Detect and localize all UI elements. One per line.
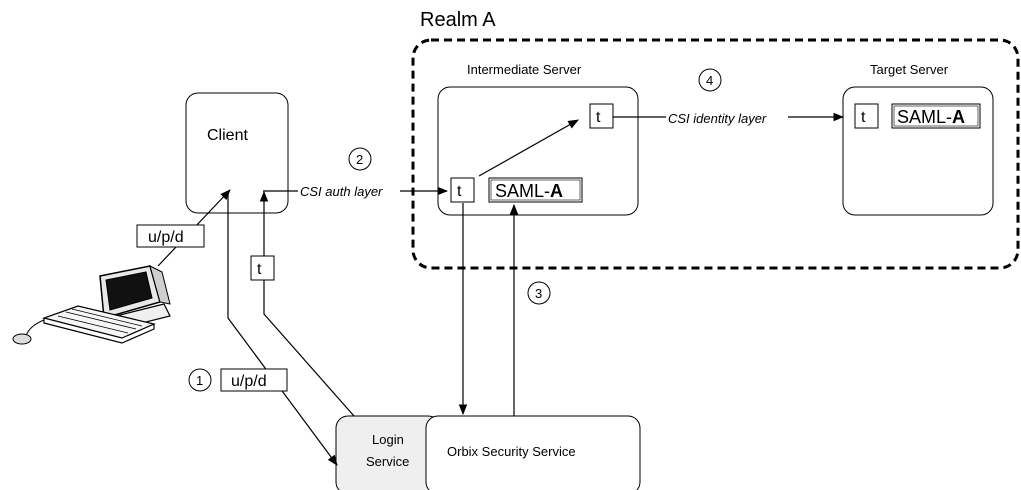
step-1-label: 1 bbox=[196, 373, 203, 388]
login-service-box bbox=[335, 415, 441, 490]
login-service-label-line2: Service bbox=[366, 454, 409, 469]
intermediate-outgoing-token-box bbox=[589, 103, 614, 129]
csi-identity-label-bg bbox=[666, 107, 788, 127]
target-saml-inner bbox=[893, 105, 979, 127]
intermediate-server-box bbox=[437, 86, 639, 216]
intermediate-forward-arrow bbox=[478, 119, 579, 177]
intermediate-outgoing-token-label: t bbox=[596, 109, 601, 126]
credentials-token-box-top bbox=[136, 224, 205, 248]
intermediate-saml-box bbox=[488, 177, 583, 203]
step-3-label: 3 bbox=[535, 286, 542, 301]
target-token-label: t bbox=[861, 109, 866, 126]
intermediate-saml-label: SAML-A bbox=[495, 181, 563, 201]
realm-title: Realm A bbox=[420, 9, 496, 31]
orbix-security-service-box bbox=[425, 415, 641, 490]
token-box-login bbox=[250, 255, 275, 281]
step-1-marker bbox=[188, 368, 212, 392]
realm-boundary bbox=[411, 38, 1020, 270]
intermediate-token-box bbox=[450, 177, 475, 203]
login-service-label-line1: Login bbox=[372, 432, 404, 447]
computer-icon bbox=[12, 265, 171, 345]
target-token-box bbox=[854, 103, 879, 129]
orbix-security-service-label: Orbix Security Service bbox=[447, 444, 576, 459]
target-saml-box bbox=[891, 103, 981, 129]
client-label: Client bbox=[207, 127, 248, 144]
intermediate-server-label: Intermediate Server bbox=[467, 62, 582, 77]
token-label-login: t bbox=[257, 261, 262, 278]
csi-auth-label: CSI auth layer bbox=[300, 184, 383, 199]
target-server-label: Target Server bbox=[870, 62, 949, 77]
credentials-token-bottom: u/p/d bbox=[231, 373, 267, 390]
target-saml-label: SAML-A bbox=[897, 107, 965, 127]
csi-identity-label: CSI identity layer bbox=[668, 111, 767, 126]
step-2-label: 2 bbox=[356, 152, 363, 167]
step-4-marker bbox=[698, 68, 722, 92]
csi-auth-label-bg bbox=[298, 180, 400, 200]
credentials-token-top: u/p/d bbox=[148, 229, 184, 246]
step-3-marker bbox=[527, 281, 551, 305]
client-box bbox=[185, 92, 289, 214]
step-2-marker bbox=[348, 147, 372, 171]
client-to-login-arrow bbox=[227, 191, 338, 466]
intermediate-saml-inner bbox=[490, 179, 581, 201]
intermediate-token-label: t bbox=[457, 183, 462, 200]
login-to-client-arrow bbox=[259, 190, 355, 417]
credentials-token-box-bottom bbox=[220, 368, 288, 392]
step-4-label: 4 bbox=[706, 73, 713, 88]
